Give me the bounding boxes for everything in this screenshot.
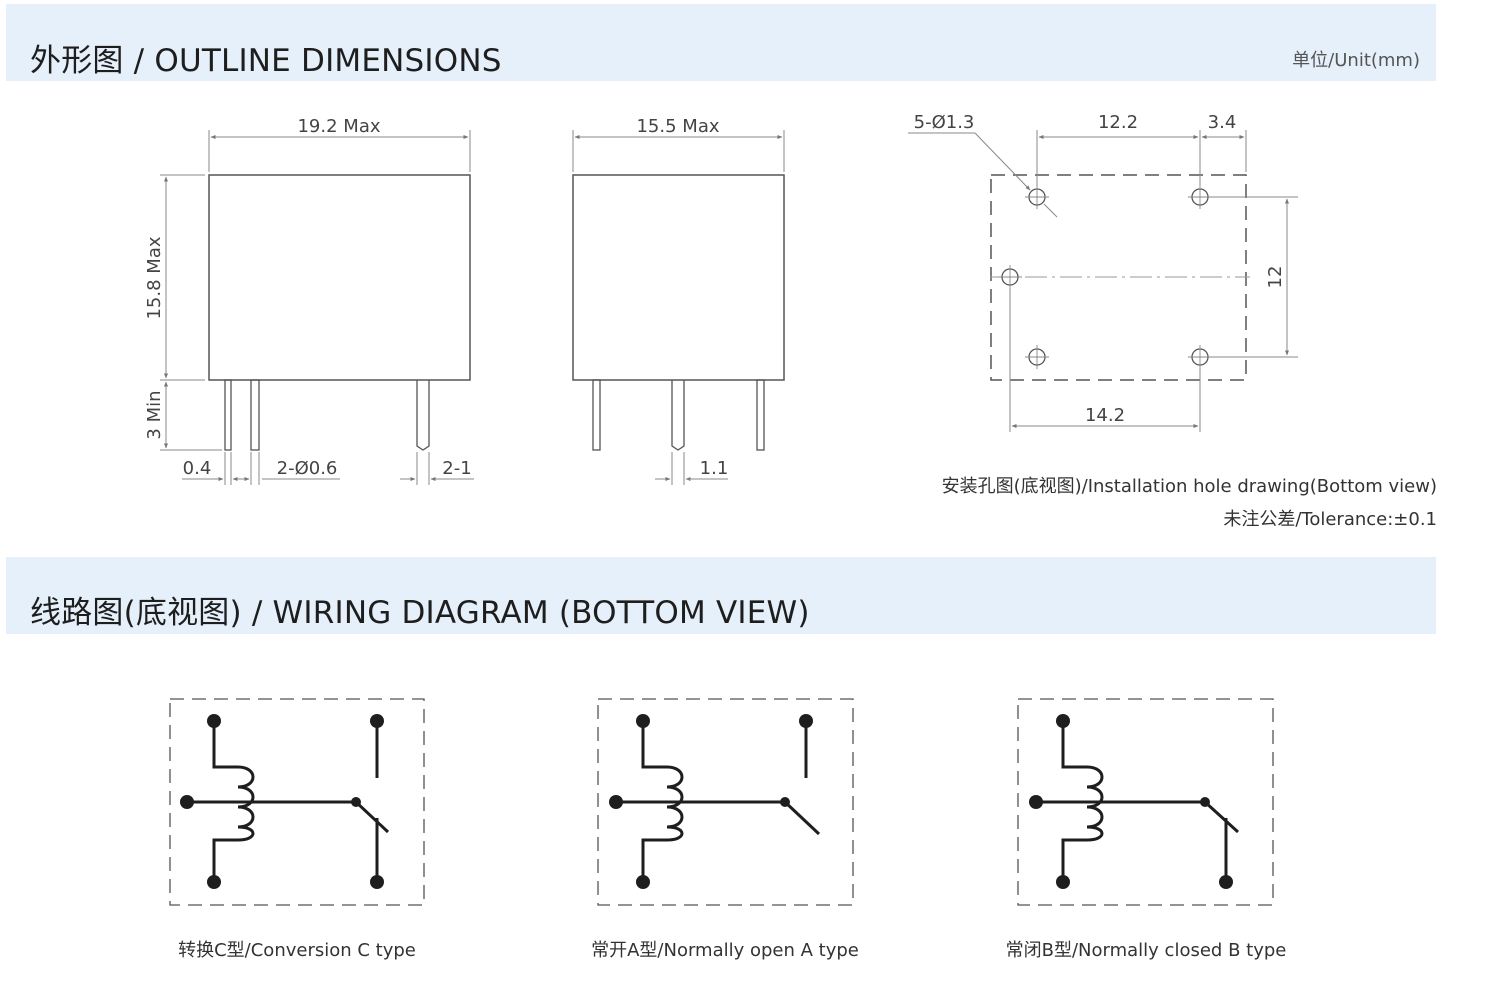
hole-caption: 安装孔图(底视图)/Installation hole drawing(Bott… xyxy=(942,476,1437,497)
outline-title: 外形图 / OUTLINE DIMENSIONS xyxy=(30,43,502,79)
front-height-label: 15.8 Max xyxy=(144,236,165,319)
wiring-type-c xyxy=(169,698,425,906)
front-pin xyxy=(416,380,430,451)
side-pin xyxy=(756,379,765,451)
front-pin xyxy=(250,379,260,451)
wiring-title: 线路图(底视图) / WIRING DIAGRAM (BOTTOM VIEW) xyxy=(30,595,810,631)
pin-thickness-label: 0.4 xyxy=(183,458,212,479)
unit-label: 单位/Unit(mm) xyxy=(1292,50,1420,71)
tolerance-note: 未注公差/Tolerance:±0.1 xyxy=(1223,509,1437,530)
hole-view xyxy=(908,130,1298,432)
hole-dim-top: 12.2 xyxy=(1098,112,1138,133)
wiring-header: 线路图(底视图) / WIRING DIAGRAM (BOTTOM VIEW) xyxy=(6,557,1436,634)
holes-label: 5-Ø1.3 xyxy=(914,112,975,133)
pin-length-label: 3 Min xyxy=(144,390,165,439)
side-pin xyxy=(671,380,685,451)
type-b-caption: 常闭B型/Normally closed B type xyxy=(1006,940,1287,961)
outline-header: 外形图 / OUTLINE DIMENSIONS 单位/Unit(mm) xyxy=(6,4,1436,81)
front-body xyxy=(208,174,471,381)
side-pin xyxy=(592,379,601,451)
hole-dim-bottom: 14.2 xyxy=(1085,405,1125,426)
front-pin xyxy=(224,379,232,451)
wiring-type-a xyxy=(597,698,854,906)
front-width-label: 19.2 Max xyxy=(297,116,380,137)
pin-diameter-label: 2-Ø0.6 xyxy=(277,458,338,479)
side-pin-label: 1.1 xyxy=(700,458,729,479)
front-view xyxy=(160,130,474,485)
pin-spacing-label: 2-1 xyxy=(442,458,471,479)
type-c-caption: 转换C型/Conversion C type xyxy=(178,940,416,961)
wiring-type-b xyxy=(1017,698,1274,906)
type-a-caption: 常开A型/Normally open A type xyxy=(591,940,859,961)
side-body xyxy=(572,174,785,381)
side-view xyxy=(572,130,785,485)
side-width-label: 15.5 Max xyxy=(636,116,719,137)
hole-dim-top-right: 3.4 xyxy=(1208,112,1237,133)
hole-dim-right: 12 xyxy=(1265,266,1286,289)
